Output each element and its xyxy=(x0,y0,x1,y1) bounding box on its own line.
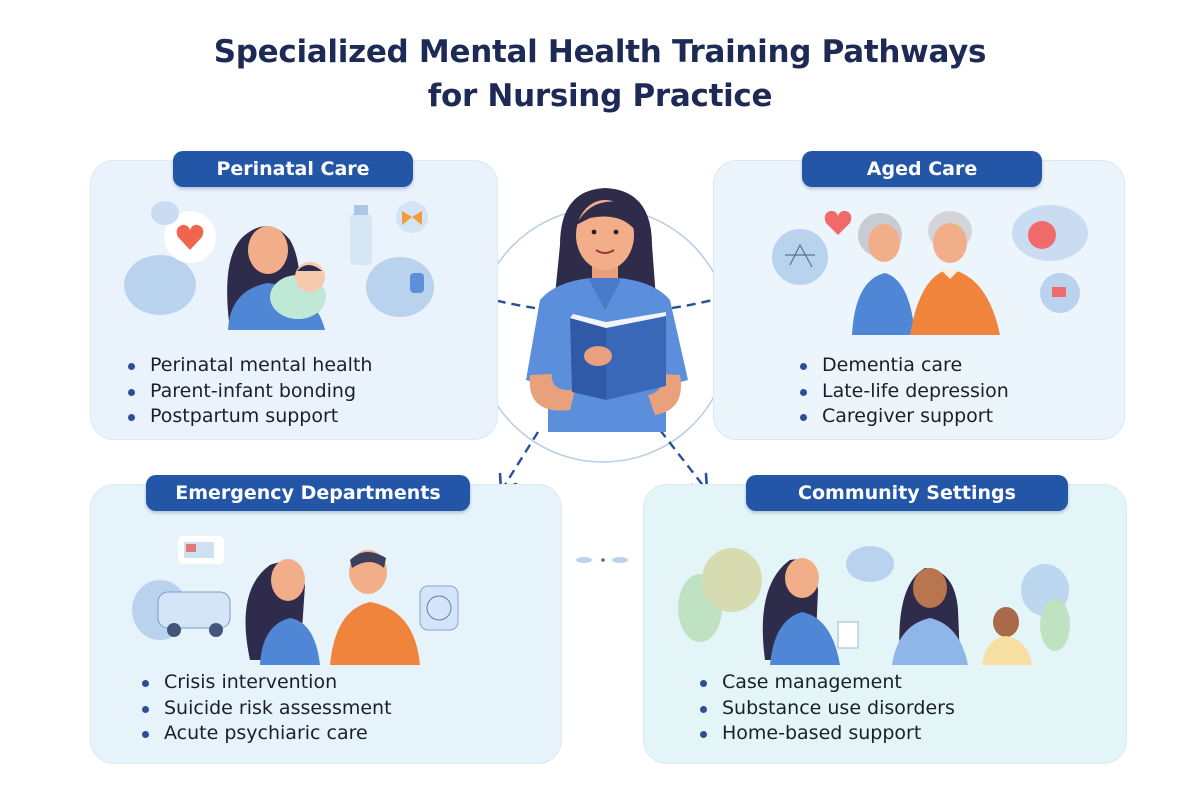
pill-icon xyxy=(1040,273,1080,313)
pathway-label-community: Community Settings xyxy=(746,475,1068,511)
list-item: Case management xyxy=(696,670,955,696)
list-item: Suicide risk assessment xyxy=(138,696,392,722)
perinatal-topic-list: Perinatal mental health Parent-infant bo… xyxy=(124,353,372,430)
heart-icon xyxy=(164,211,216,263)
aged-care-topic-list: Dementia care Late-life depression Careg… xyxy=(796,353,1009,430)
car-icon xyxy=(157,591,231,637)
list-item: Parent-infant bonding xyxy=(124,379,372,405)
heart-icon xyxy=(1012,205,1088,261)
baby-bottle-icon xyxy=(350,205,372,265)
pathway-label-aged: Aged Care xyxy=(802,151,1042,187)
title-line-2: for Nursing Practice xyxy=(427,78,773,114)
pathway-label-emergency: Emergency Departments xyxy=(146,475,470,511)
emergency-topic-list: Crisis intervention Suicide risk assessm… xyxy=(138,670,392,747)
center-nurse-figure xyxy=(526,188,688,432)
cloud-icon xyxy=(124,255,196,315)
breast-pump-icon xyxy=(366,257,434,317)
list-item: Perinatal mental health xyxy=(124,353,372,379)
community-topic-list: Case management Substance use disorders … xyxy=(696,670,955,747)
list-item: Home-based support xyxy=(696,721,955,747)
list-item: Crisis intervention xyxy=(138,670,392,696)
emergency-illustration xyxy=(132,536,459,665)
list-item: Dementia care xyxy=(796,353,1009,379)
ambulance-icon xyxy=(178,536,224,564)
tree-icon xyxy=(1040,599,1070,651)
list-item: Acute psychiaric care xyxy=(138,721,392,747)
pathway-label-perinatal: Perinatal Care xyxy=(173,151,413,187)
tree-icon xyxy=(678,548,762,642)
list-item: Substance use disorders xyxy=(696,696,955,722)
bow-icon xyxy=(396,201,428,233)
list-item: Caregiver support xyxy=(796,404,1009,430)
list-item: Late-life depression xyxy=(796,379,1009,405)
page-title: Specialized Mental Health Training Pathw… xyxy=(0,30,1200,118)
community-illustration xyxy=(678,546,1070,665)
clock-icon xyxy=(419,585,459,631)
speech-bubble-icon xyxy=(846,546,894,582)
heart-icon xyxy=(824,210,852,235)
document-icon xyxy=(837,621,859,649)
brain-icon xyxy=(772,229,828,285)
title-line-1: Specialized Mental Health Training Pathw… xyxy=(213,34,987,70)
perinatal-illustration xyxy=(124,201,434,330)
list-item: Postpartum support xyxy=(124,404,372,430)
aged-care-illustration xyxy=(772,205,1088,335)
